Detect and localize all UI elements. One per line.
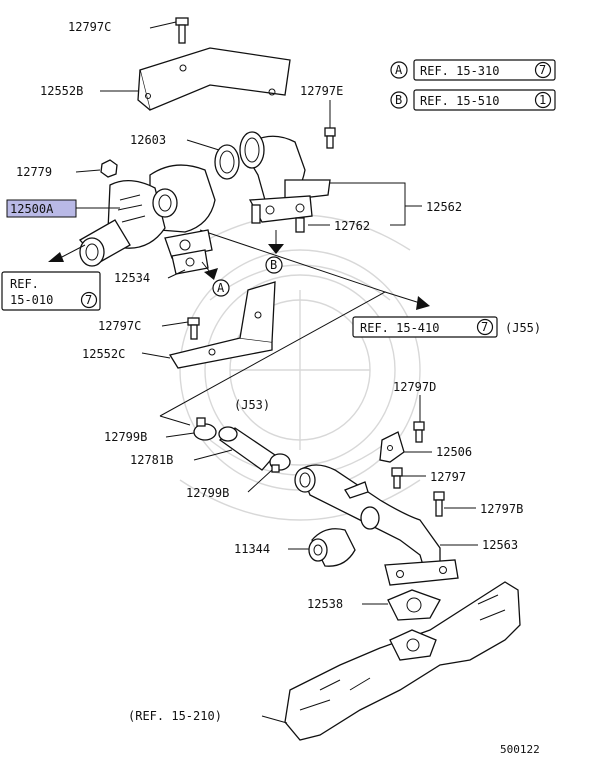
leader-12779 — [75, 169, 101, 173]
leader-12797c-mid — [161, 321, 189, 327]
label-12538: 12538 — [307, 597, 343, 611]
label-12799b-bot: 12799B — [186, 486, 229, 500]
gasket-12534[interactable] — [164, 229, 213, 275]
leader-12562-bracket — [330, 182, 406, 226]
bracket-12506[interactable] — [379, 431, 405, 463]
label-12534: 12534 — [114, 271, 150, 285]
bolt-12797c-mid[interactable] — [187, 317, 200, 340]
leader-12799b-bot — [247, 469, 273, 493]
label-12797c-mid: 12797C — [98, 319, 141, 333]
clamp-12799b-top[interactable] — [193, 417, 217, 441]
marker-b-letter: B — [270, 258, 277, 272]
ref-a-num: 7 — [539, 63, 546, 77]
label-12506: 12506 — [436, 445, 472, 459]
nut-12779[interactable] — [100, 159, 118, 178]
label-12563: 12563 — [482, 538, 518, 552]
ref-box-mid[interactable]: REF. 15-410 7 (J55) — [352, 316, 541, 338]
damper-11344[interactable] — [308, 528, 356, 567]
ref-mid-suffix: (J55) — [505, 321, 541, 335]
label-12797d: 12797D — [393, 380, 436, 394]
label-12603: 12603 — [130, 133, 166, 147]
ref-left-line1: REF. — [10, 277, 39, 291]
leader-12781b — [193, 449, 233, 461]
label-12779: 12779 — [16, 165, 52, 179]
label-12797: 12797 — [430, 470, 466, 484]
leader-ref-bottom — [261, 715, 288, 724]
leader-12552c — [141, 352, 171, 359]
pipe-12563[interactable] — [294, 464, 459, 586]
bolt-12762-a[interactable] — [251, 204, 261, 224]
bolt-12797c-top[interactable] — [175, 17, 189, 44]
ref-box-a[interactable]: A REF. 15-310 7 — [390, 59, 556, 81]
label-12781b: 12781B — [130, 453, 173, 467]
label-12762: 12762 — [334, 219, 370, 233]
clamp-12799b-bot[interactable] — [269, 453, 291, 473]
exhaust-manifold[interactable] — [284, 581, 521, 741]
label-12552c: 12552C — [82, 347, 125, 361]
ref-b-letter: B — [395, 93, 402, 107]
ref-a-text: REF. 15-310 — [420, 64, 499, 78]
ref-b-num: 1 — [539, 93, 546, 107]
ref-left-num: 7 — [85, 293, 92, 307]
ref-box-left[interactable]: REF. 15-010 7 — [1, 271, 101, 311]
leader-12797c-top — [149, 21, 177, 29]
label-12562: 12562 — [426, 200, 462, 214]
bolt-12797e[interactable] — [324, 127, 336, 149]
diagram-id: 500122 — [500, 743, 540, 756]
bracket-12552b[interactable] — [137, 47, 291, 111]
ref-mid-text: REF. 15-410 — [360, 321, 439, 335]
section-outline-tail — [159, 415, 191, 426]
label-12799b-top: 12799B — [104, 430, 147, 444]
marker-a[interactable]: A — [201, 261, 230, 297]
label-j53: (J53) — [234, 398, 270, 412]
elbow-12562[interactable] — [239, 131, 331, 223]
bracket-12552c[interactable] — [168, 281, 276, 369]
gasket-12538[interactable] — [387, 589, 441, 621]
ref-bottom[interactable]: (REF. 15-210) — [128, 709, 222, 723]
label-12797b: 12797B — [480, 502, 523, 516]
leader-12799b-top — [165, 432, 195, 438]
label-12797e: 12797E — [300, 84, 343, 98]
bolt-12797d[interactable] — [413, 421, 425, 443]
ref-left-line2: 15-010 — [10, 293, 53, 307]
label-12500a[interactable]: 12500A — [10, 202, 54, 216]
bolt-12797b[interactable] — [433, 491, 445, 517]
arrow-ref-left — [48, 244, 86, 262]
gasket-12603[interactable] — [214, 144, 240, 180]
leader-12534 — [167, 269, 186, 279]
ref-a-letter: A — [395, 63, 403, 77]
ref-box-b[interactable]: B REF. 15-510 1 — [390, 89, 556, 111]
turbocharger-12500a[interactable] — [78, 164, 216, 267]
marker-b[interactable]: B — [265, 230, 284, 274]
leader-12603 — [186, 139, 220, 151]
arrow-ref-mid — [384, 291, 430, 310]
label-12797c-top: 12797C — [68, 20, 111, 34]
marker-a-letter: A — [217, 281, 225, 295]
label-12552b: 12552B — [40, 84, 83, 98]
hose-12781b[interactable] — [218, 426, 276, 471]
ref-mid-num: 7 — [481, 320, 488, 334]
bolt-12797[interactable] — [391, 467, 403, 489]
ref-b-text: REF. 15-510 — [420, 94, 499, 108]
bolt-12762-b[interactable] — [295, 217, 305, 233]
label-11344: 11344 — [234, 542, 270, 556]
